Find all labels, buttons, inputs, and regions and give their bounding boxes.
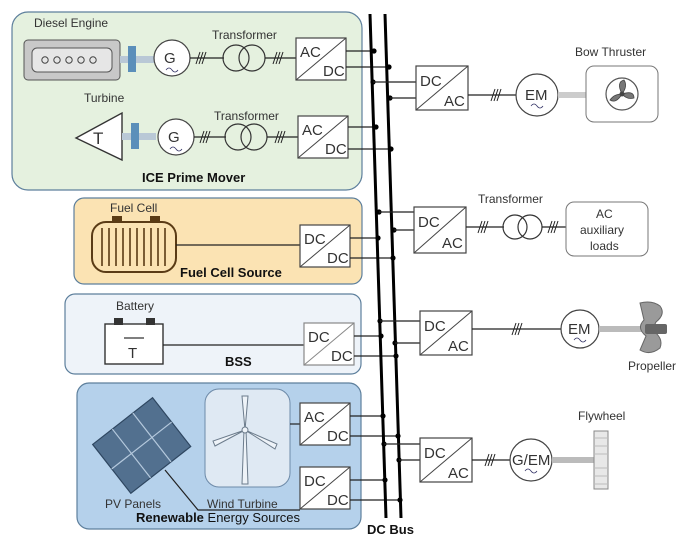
svg-text:EM: EM (525, 87, 548, 104)
ice-prime-mover-group: Diesel Engine G Transformer AC DC Turbin… (11, 11, 388, 191)
svg-text:T: T (93, 129, 103, 148)
svg-text:DC: DC (424, 445, 446, 462)
transformer-icon-2 (224, 123, 252, 151)
fuel-cell-icon (91, 221, 177, 273)
dc-bus-label: DC Bus (367, 522, 414, 537)
svg-text:T: T (128, 345, 137, 362)
flywheel-branch: DC AC G/EM Flywheel (384, 409, 625, 490)
transformer-icon-1 (222, 44, 250, 72)
svg-text:AC: AC (300, 44, 321, 61)
flywheel-label: Flywheel (578, 409, 625, 423)
battery-icon (104, 323, 164, 365)
bss-group: Battery T DC DC BSS (64, 293, 396, 375)
svg-text:auxiliary: auxiliary (580, 223, 624, 237)
svg-text:AC: AC (304, 409, 325, 426)
svg-text:EM: EM (568, 321, 591, 338)
propeller-icon (639, 301, 667, 354)
shaft-coupling-icon (120, 56, 154, 63)
bow-thruster-branch: DC AC EM Bow Thruster (373, 45, 659, 123)
svg-text:AC: AC (448, 465, 469, 482)
renewable-title: Renewable Energy Sources (136, 510, 301, 525)
svg-text:DC: DC (327, 492, 349, 509)
svg-text:AC: AC (448, 338, 469, 355)
svg-text:DC: DC (327, 250, 349, 267)
svg-text:DC: DC (424, 318, 446, 335)
ice-title: ICE Prime Mover (142, 170, 245, 185)
svg-text:DC: DC (308, 329, 330, 346)
svg-text:loads: loads (590, 239, 619, 253)
svg-text:AC: AC (444, 93, 465, 110)
svg-text:DC: DC (325, 141, 347, 158)
svg-text:G/EM: G/EM (512, 452, 550, 469)
transformer-label-2: Transformer (214, 109, 279, 123)
wind-turbine-label: Wind Turbine (207, 497, 278, 511)
transformer-label-1: Transformer (212, 28, 277, 42)
pv-panels-label: PV Panels (105, 497, 161, 511)
svg-text:G: G (164, 50, 176, 67)
turbine-label: Turbine (84, 91, 125, 105)
pv-panels-icon (91, 396, 192, 495)
svg-text:AC: AC (302, 122, 323, 139)
bss-title: BSS (225, 354, 252, 369)
svg-text:DC: DC (420, 73, 442, 90)
diesel-engine-label: Diesel Engine (34, 16, 108, 30)
svg-text:DC: DC (418, 214, 440, 231)
svg-text:AC: AC (442, 235, 463, 252)
svg-text:AC: AC (596, 207, 613, 221)
bow-thruster-label: Bow Thruster (575, 45, 646, 59)
svg-text:DC: DC (331, 348, 353, 365)
fuel-cell-group: Fuel Cell DC DC Fuel Cell Source (73, 197, 392, 285)
aux-loads-branch: DC AC Transformer AC auxiliary loads (379, 192, 649, 257)
propeller-label: Propeller (628, 359, 676, 373)
flywheel-icon (593, 430, 609, 490)
wind-turbine-frame (204, 388, 291, 488)
transformer-icon-3 (502, 214, 528, 240)
svg-text:DC: DC (327, 428, 349, 445)
aux-loads-box (565, 201, 649, 257)
svg-text:DC: DC (323, 63, 345, 80)
svg-text:DC: DC (304, 231, 326, 248)
battery-label: Battery (116, 299, 154, 313)
svg-text:DC: DC (304, 473, 326, 490)
fuel-cell-label: Fuel Cell (110, 201, 157, 215)
svg-text:G: G (168, 129, 180, 146)
dc-bus: DC Bus (367, 13, 414, 537)
propeller-branch: DC AC EM Propeller (380, 301, 676, 373)
transformer-label-3: Transformer (478, 192, 543, 206)
fuel-cell-box (73, 197, 363, 285)
renewable-group: PV Panels Wind Turbine AC DC DC DC Renew… (76, 382, 400, 530)
wind-turbine-icon (212, 395, 278, 485)
fuel-cell-title: Fuel Cell Source (180, 265, 282, 280)
